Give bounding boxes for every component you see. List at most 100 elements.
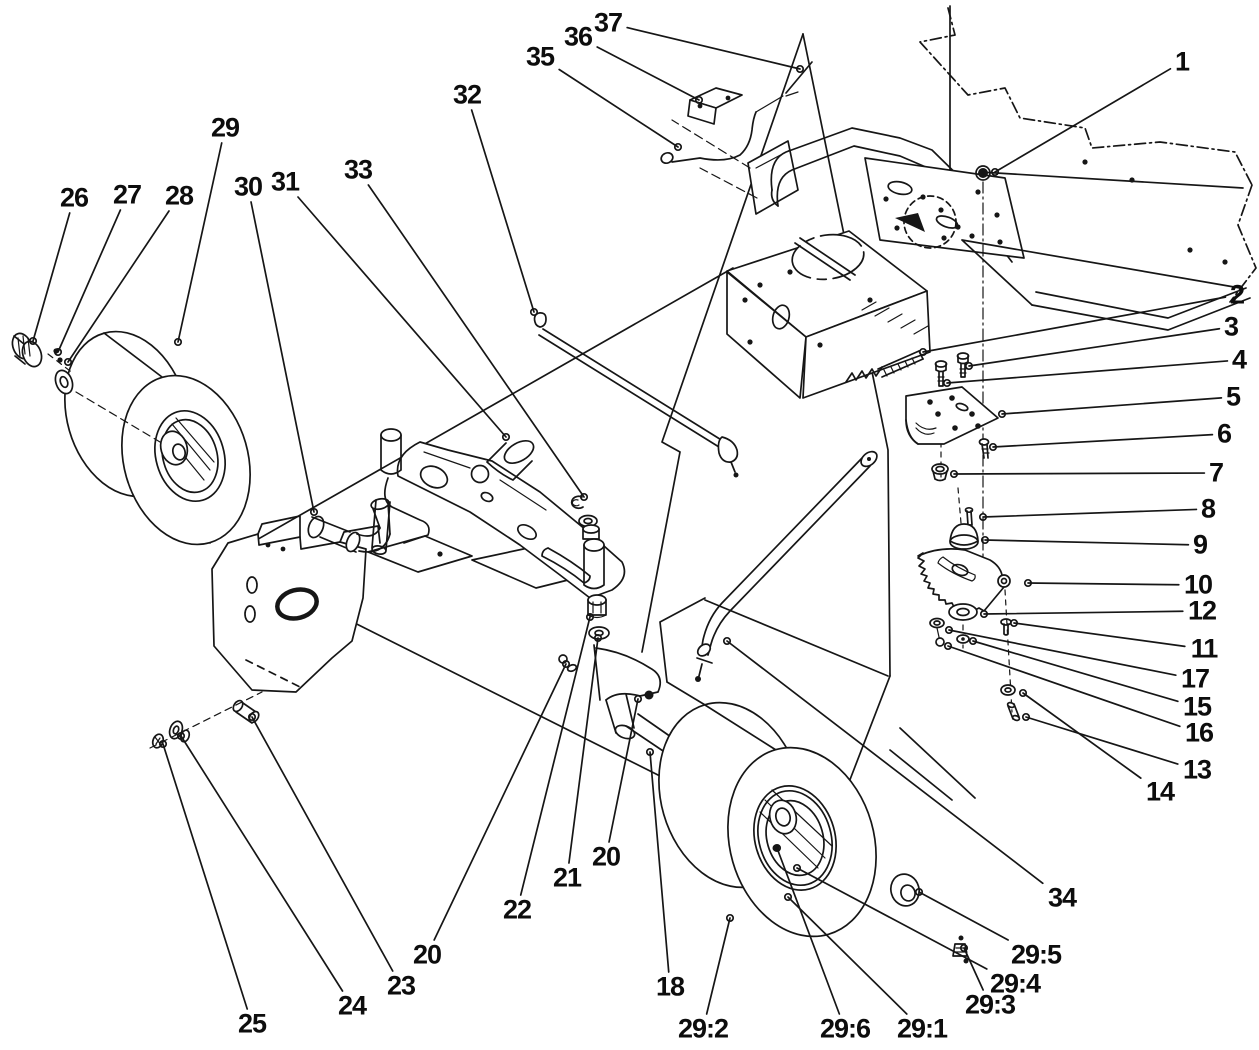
front-right-wheel	[658, 701, 969, 964]
leader-dot-20	[633, 694, 643, 704]
leader-line-2	[922, 296, 1227, 353]
leader-line-6	[992, 433, 1214, 448]
leader-dot-7	[949, 469, 959, 479]
leader-line-22	[519, 616, 591, 896]
leader-line-29:2	[705, 917, 731, 1015]
leader-line-5	[1001, 397, 1223, 415]
leader-line-29:1	[787, 896, 908, 1015]
leader-dot-33	[579, 492, 589, 502]
leader-dot-28	[63, 357, 73, 367]
axle-beam-assembly	[371, 312, 878, 813]
leader-dot-29:1	[783, 892, 793, 902]
leader-dot-29	[173, 337, 183, 347]
leader-dot-10	[1023, 578, 1033, 588]
leader-dot-29:3	[959, 943, 969, 953]
leader-dot-11	[1009, 618, 1019, 628]
ghost-planes	[224, 33, 976, 801]
leader-line-35	[558, 68, 679, 148]
leader-dot-29:5	[914, 887, 924, 897]
leader-line-4	[946, 360, 1229, 384]
leader-dot-20	[561, 659, 571, 669]
chassis-frame	[671, 5, 1257, 607]
bolt-part-2	[845, 350, 924, 383]
bolt-part-4	[934, 360, 948, 387]
e-clip-part-33	[570, 495, 584, 510]
guide-wire-and-bracket	[660, 61, 813, 165]
leader-line-32	[470, 109, 535, 313]
leader-line-15	[972, 640, 1179, 703]
leader-line-29:5	[918, 891, 1009, 941]
console-fasteners	[149, 691, 263, 749]
leader-dot-4	[942, 378, 952, 388]
leader-line-8	[982, 508, 1198, 518]
leader-line-10	[1027, 582, 1180, 586]
leader-line-27	[57, 209, 122, 353]
steering-parts-column	[845, 350, 1021, 722]
leader-dot-29:2	[725, 913, 735, 923]
leader-dot-9	[980, 535, 990, 545]
leader-dot-8	[978, 512, 988, 522]
leader-dot-1	[990, 167, 1000, 177]
ring-and-pin-13-14	[1000, 684, 1021, 722]
leader-dot-3	[964, 361, 974, 371]
leader-dot-30	[309, 507, 319, 517]
leader-line-30	[250, 201, 315, 513]
leader-line-16	[947, 645, 1181, 728]
leader-dot-16	[943, 641, 953, 651]
bolt-part-3	[956, 352, 970, 378]
leader-line-9	[984, 539, 1190, 546]
leader-dot-36	[694, 95, 704, 105]
leader-line-11	[1013, 622, 1186, 648]
support-plate-part-5	[905, 386, 999, 445]
leader-line-23	[251, 716, 394, 972]
leader-dot-12	[979, 609, 989, 619]
leader-line-21	[568, 637, 599, 864]
leader-dot-5	[997, 409, 1007, 419]
leader-dot-24	[176, 731, 186, 741]
leader-line-20	[608, 698, 639, 843]
axle-console-bracket	[211, 515, 593, 693]
leader-line-14	[1022, 692, 1142, 779]
pin-part-8	[964, 506, 974, 526]
leader-line-29:3	[963, 947, 985, 991]
leader-dot-22	[585, 612, 595, 622]
callout-leader-lines	[28, 26, 1229, 1015]
washer-part-28	[54, 369, 74, 395]
leader-line-17	[948, 629, 1177, 677]
ring-part-15	[956, 634, 970, 644]
bolt-part-1	[975, 165, 991, 181]
leader-dot-2	[918, 347, 928, 357]
leader-line-1	[994, 67, 1172, 173]
leader-line-31	[297, 196, 507, 438]
leader-line-34	[726, 640, 1044, 885]
leader-line-7	[953, 472, 1206, 475]
cap-part-9	[949, 523, 979, 550]
leader-dot-37	[795, 64, 805, 74]
leader-line-24	[180, 735, 344, 992]
leader-dot-29:4	[792, 863, 802, 873]
leader-dot-31	[501, 432, 511, 442]
leader-dot-27	[53, 347, 63, 357]
drag-link	[695, 450, 878, 682]
front-left-wheel	[11, 330, 251, 546]
hub-cap-part-26	[11, 332, 43, 368]
leader-line-12	[983, 610, 1184, 615]
leader-line-18	[649, 751, 670, 973]
bolt-part-11	[1000, 618, 1012, 636]
pivot-tube-part-31	[503, 439, 535, 465]
leader-dot-29:6	[772, 843, 782, 853]
leader-dot-15	[968, 636, 978, 646]
leader-dot-34	[722, 636, 732, 646]
rod-part-37	[785, 61, 813, 94]
washer-part-17	[929, 617, 945, 647]
leader-line-36	[596, 46, 700, 101]
leader-line-20	[433, 663, 567, 941]
bracket-front-face	[687, 99, 717, 125]
leader-dot-26	[28, 336, 38, 346]
leader-dot-23	[247, 712, 257, 722]
left-spindle	[371, 428, 430, 555]
washer-part-12	[948, 603, 978, 621]
leader-dot-6	[988, 442, 998, 452]
leader-dot-21	[593, 633, 603, 643]
